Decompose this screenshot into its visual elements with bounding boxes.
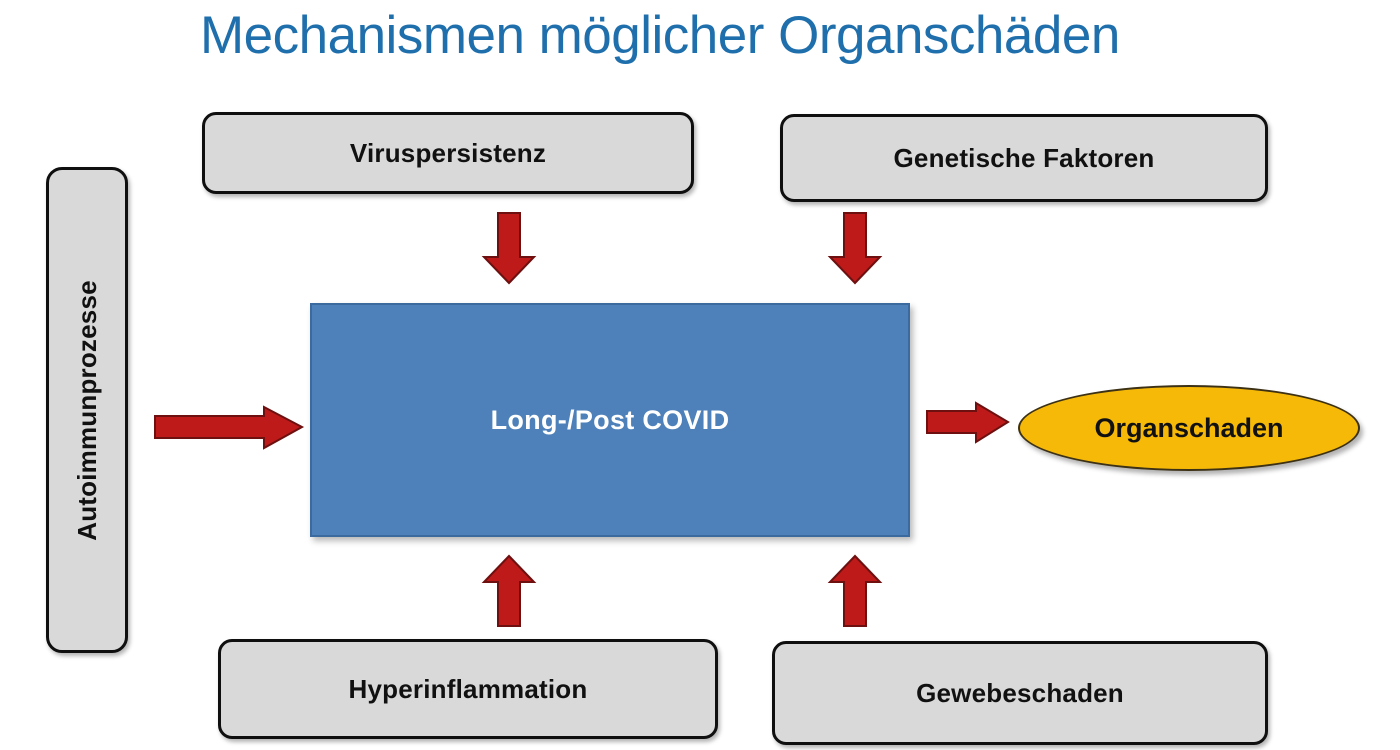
arrow-down-icon-genetische-faktoren	[827, 212, 883, 285]
arrow-right-icon-autoimmunprozesse	[154, 405, 305, 450]
node-hyperinflammation-label: Hyperinflammation	[348, 673, 588, 704]
node-autoimmunprozesse-label: Autoimmunprozesse	[71, 279, 102, 541]
arrow-up-icon-gewebeschaden	[827, 554, 883, 628]
arrow-up-icon-hyperinflammation	[481, 554, 537, 628]
node-autoimmunprozesse[interactable]: Autoimmunprozesse	[46, 167, 128, 653]
node-genetische-faktoren[interactable]: Genetische Faktoren	[780, 114, 1268, 202]
node-hyperinflammation[interactable]: Hyperinflammation	[218, 639, 718, 739]
arrow-down-icon-viruspersistenz	[481, 212, 537, 285]
node-long-post-covid[interactable]: Long-/Post COVID	[310, 303, 910, 537]
node-viruspersistenz[interactable]: Viruspersistenz	[202, 112, 694, 194]
node-gewebeschaden[interactable]: Gewebeschaden	[772, 641, 1268, 745]
node-gewebeschaden-label: Gewebeschaden	[916, 677, 1124, 708]
node-organschaden[interactable]: Organschaden	[1018, 385, 1360, 471]
node-genetische-faktoren-label: Genetische Faktoren	[893, 142, 1155, 173]
node-viruspersistenz-label: Viruspersistenz	[349, 137, 547, 168]
page-title: Mechanismen möglicher Organschäden	[200, 6, 1120, 65]
node-organschaden-label: Organschaden	[1094, 412, 1284, 443]
node-long-post-covid-label: Long-/Post COVID	[490, 404, 730, 435]
arrow-right-icon-organschaden	[926, 401, 1010, 444]
